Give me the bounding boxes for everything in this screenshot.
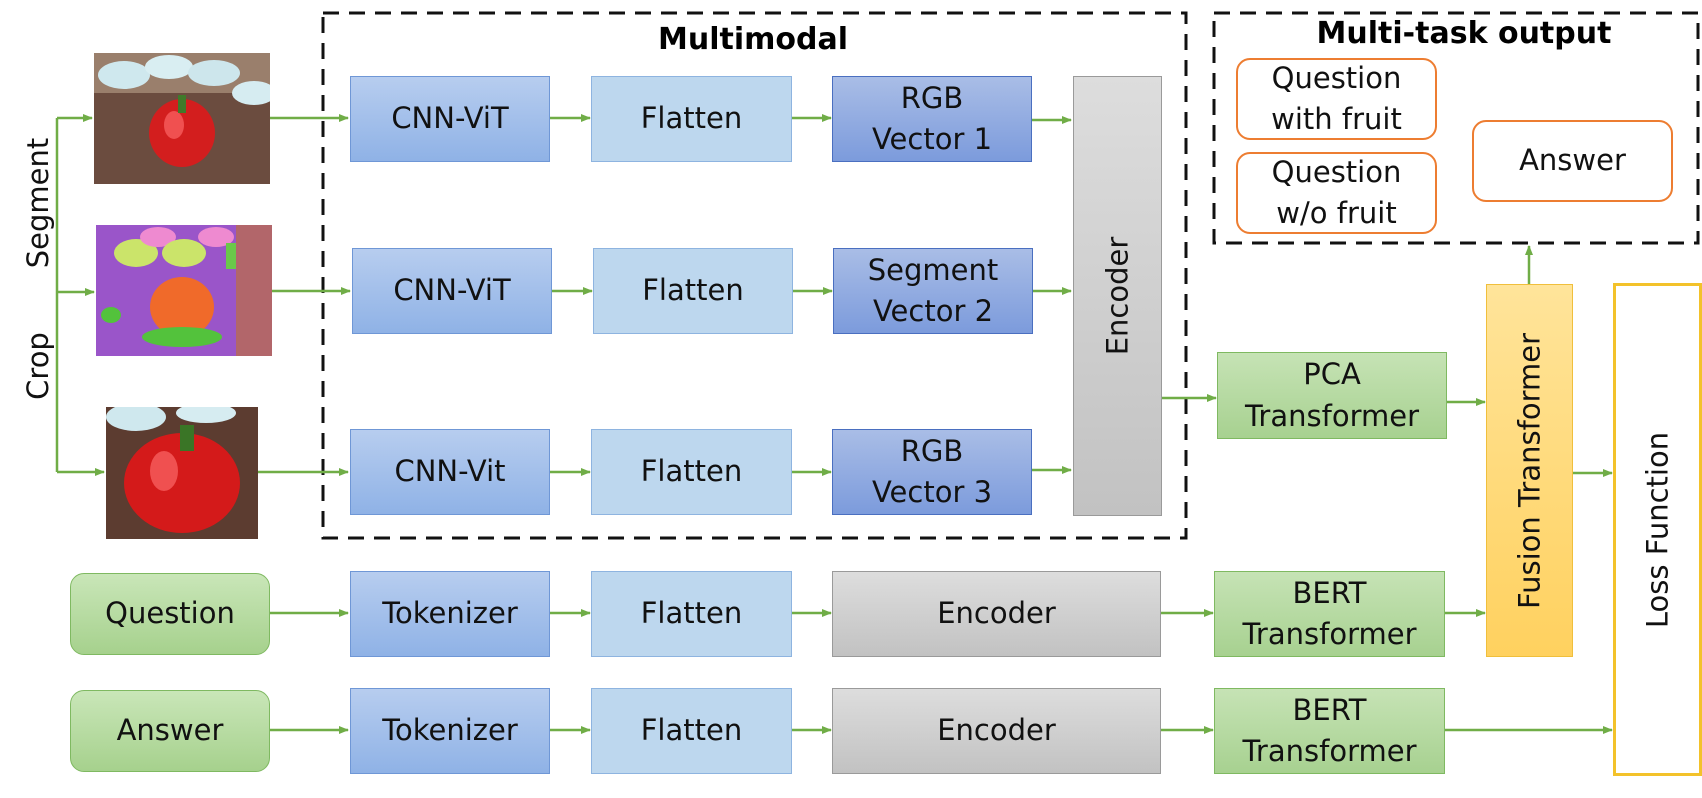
answer-input-box: Answer <box>70 690 270 772</box>
cnn-vit-box-1: CNN-ViT <box>350 76 550 162</box>
encoder-box-question: Encoder <box>832 571 1161 657</box>
fusion-transformer-box: Fusion Transformer <box>1486 284 1573 657</box>
flatten-box-3: Flatten <box>591 429 792 515</box>
rgb-vector-1-box: RGB Vector 1 <box>832 76 1032 162</box>
fusion-transformer-label: Fusion Transformer <box>1511 332 1546 609</box>
question-with-fruit-output: Question with fruit <box>1236 58 1437 140</box>
flatten-box-1: Flatten <box>591 76 792 162</box>
image-encoder-box: Encoder <box>1073 76 1162 516</box>
loss-function-box: Loss Function <box>1613 283 1702 776</box>
rgb-vector-3-box: RGB Vector 3 <box>832 429 1032 515</box>
input-image-segment <box>96 225 272 356</box>
flatten-box-2: Flatten <box>593 248 793 334</box>
segment-label: Segment <box>21 137 55 269</box>
multitask-output-title: Multi-task output <box>1316 16 1612 51</box>
bert-transformer-box-question: BERT Transformer <box>1214 571 1445 657</box>
image-encoder-label: Encoder <box>1099 236 1134 356</box>
flatten-box-answer: Flatten <box>591 688 792 774</box>
question-input-box: Question <box>70 573 270 655</box>
question-without-fruit-output: Question w/o fruit <box>1236 152 1437 234</box>
flatten-box-question: Flatten <box>591 571 792 657</box>
loss-function-label: Loss Function <box>1639 431 1674 628</box>
crop-label: Crop <box>21 332 55 400</box>
bert-transformer-box-answer: BERT Transformer <box>1214 688 1445 774</box>
input-image-crop <box>106 407 258 539</box>
cnn-vit-box-3: CNN-Vit <box>350 429 550 515</box>
segment-vector-2-box: Segment Vector 2 <box>833 248 1033 334</box>
cnn-vit-box-2: CNN-ViT <box>352 248 552 334</box>
pca-transformer-box: PCA Transformer <box>1217 352 1447 439</box>
encoder-box-answer: Encoder <box>832 688 1161 774</box>
answer-output: Answer <box>1472 120 1673 202</box>
input-image-rgb <box>94 53 270 184</box>
tokenizer-box-question: Tokenizer <box>350 571 550 657</box>
multimodal-title: Multimodal <box>658 22 848 57</box>
tokenizer-box-answer: Tokenizer <box>350 688 550 774</box>
